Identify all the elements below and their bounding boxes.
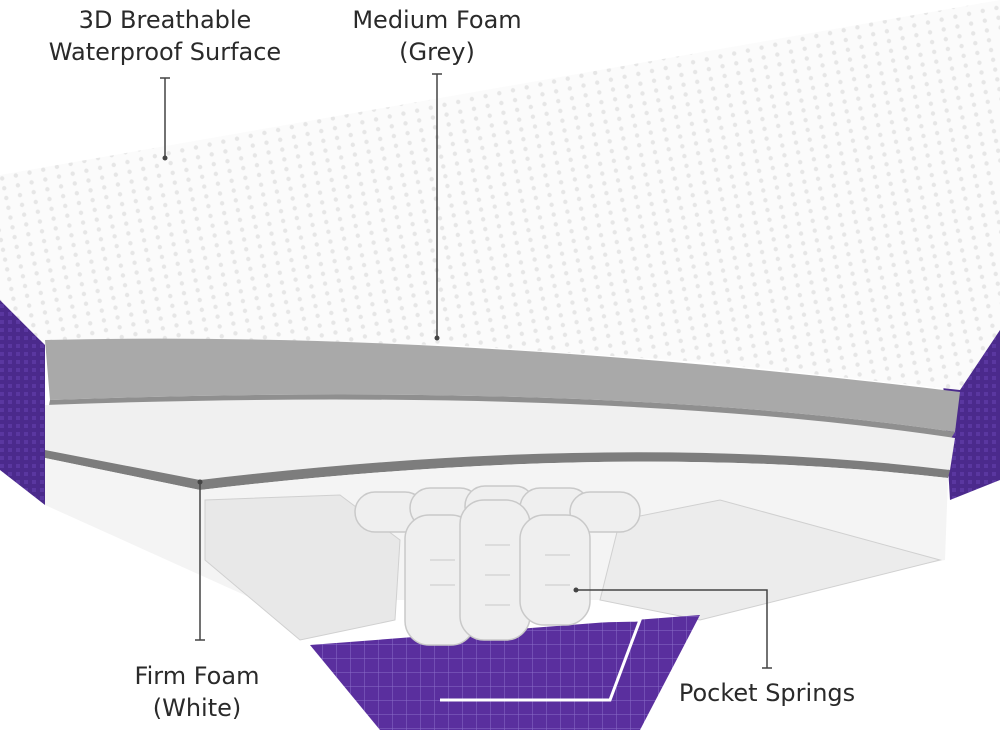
top-surface: [0, 0, 1000, 390]
label-firm-foam: Firm Foam (White): [117, 660, 277, 724]
label-surface-line2: Waterproof Surface: [48, 38, 282, 66]
label-firm-foam-line2: (White): [152, 694, 242, 722]
label-surface: 3D Breathable Waterproof Surface: [45, 4, 285, 68]
side-panel-left: [0, 300, 45, 505]
firm-foam-upper-layer: [45, 399, 955, 480]
label-medium-foam-line2: (Grey): [399, 38, 475, 66]
leader-lines: [160, 73, 772, 669]
medium-foam-layer: [45, 338, 960, 432]
label-pocket-springs: Pocket Springs: [667, 677, 867, 709]
label-firm-foam-line1: Firm Foam: [134, 662, 260, 690]
label-medium-foam: Medium Foam (Grey): [337, 4, 537, 68]
pocket-springs: [354, 485, 641, 646]
label-surface-line1: 3D Breathable: [78, 6, 252, 34]
label-medium-foam-line1: Medium Foam: [352, 6, 522, 34]
label-pocket-springs-line1: Pocket Springs: [678, 679, 856, 707]
